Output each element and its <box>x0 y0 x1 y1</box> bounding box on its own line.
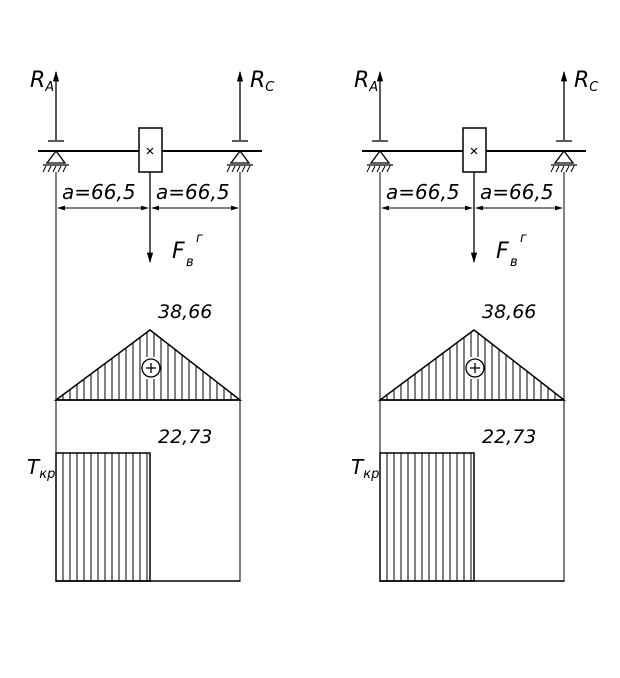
support-c <box>550 140 577 173</box>
torque-value: 22,73 <box>158 426 212 448</box>
moment-value: 38,66 <box>158 301 212 323</box>
reaction-a-label: RA <box>30 68 54 95</box>
support-a <box>42 140 69 173</box>
span-right-label: a=66,5 <box>480 180 554 204</box>
moment-hatching <box>62 332 239 400</box>
torque-hatching <box>386 453 472 581</box>
torque-diagram: 22,73 Tкр <box>27 426 240 582</box>
scheme-right: RA RC <box>351 68 599 582</box>
force-sup: г <box>196 231 203 246</box>
force-label: F <box>496 239 509 264</box>
support-a <box>366 140 393 173</box>
force-sub: в <box>186 255 194 270</box>
force-label: F <box>172 239 185 264</box>
force-sup: г <box>520 231 527 246</box>
torque-hatching <box>62 453 148 581</box>
span-left-label: a=66,5 <box>386 180 460 204</box>
moment-diagram: 38,66 <box>377 301 567 401</box>
moment-value: 38,66 <box>482 301 536 323</box>
force-sub: в <box>510 255 518 270</box>
support-c <box>226 140 253 173</box>
gear-center-mark <box>470 147 478 155</box>
gear-center-mark <box>146 147 154 155</box>
torque-value: 22,73 <box>482 426 536 448</box>
torque-diagram: 22,73 Tкр <box>351 426 564 582</box>
torque-label: Tкр <box>27 455 55 482</box>
moment-diagram: 38,66 <box>53 301 243 401</box>
reaction-c-label: RC <box>574 68 599 95</box>
span-left-label: a=66,5 <box>62 180 136 204</box>
scheme-left: RA RC <box>27 68 275 582</box>
moment-hatching <box>386 332 563 400</box>
torque-label: Tкр <box>351 455 379 482</box>
span-right-label: a=66,5 <box>156 180 230 204</box>
reaction-a-label: RA <box>354 68 378 95</box>
reaction-c-label: RC <box>250 68 275 95</box>
